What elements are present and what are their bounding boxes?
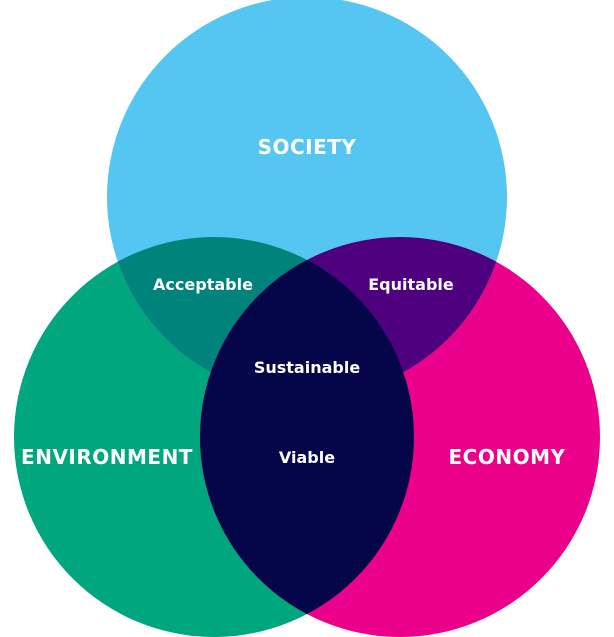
- equitable-label: Equitable: [368, 275, 454, 294]
- society-label: SOCIETY: [258, 135, 357, 159]
- acceptable-label: Acceptable: [153, 275, 253, 294]
- sustainable-label: Sustainable: [254, 358, 360, 377]
- economy-label: ECONOMY: [449, 445, 566, 469]
- environment-label: ENVIRONMENT: [21, 445, 193, 469]
- viable-label: Viable: [279, 448, 335, 467]
- sustainable-overlap: [200, 237, 414, 397]
